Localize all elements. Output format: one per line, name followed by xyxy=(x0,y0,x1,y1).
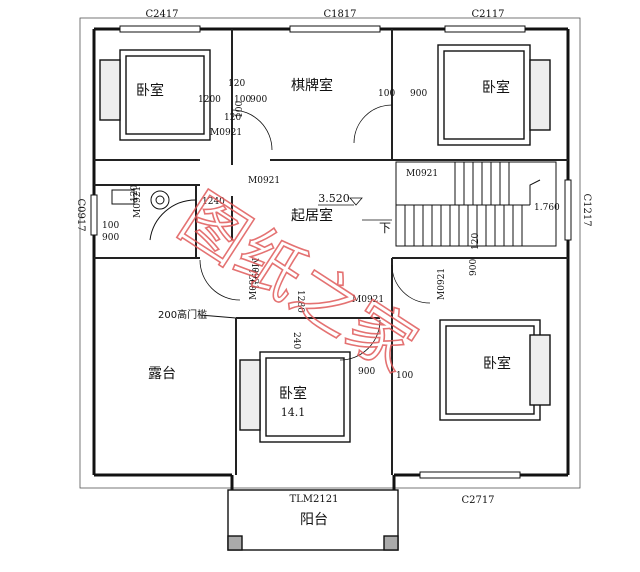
window-label-balcony-door: TLM2121 xyxy=(290,494,339,505)
bathroom-fixtures xyxy=(111,189,197,241)
dim-s: 100 xyxy=(235,101,245,118)
balcony-structure xyxy=(227,489,399,551)
dim-d: 900 xyxy=(250,95,267,105)
door-swings xyxy=(199,104,431,361)
room-label-balcony: 阳台 xyxy=(300,512,328,528)
door-labels: M0921 M0921 M0921 M0921 M0921 M0921 M092… xyxy=(133,128,447,305)
door-label-d8: M0921 xyxy=(249,258,259,290)
door-label-d2: M0921 xyxy=(248,176,280,186)
stair-down-label: 下 xyxy=(379,221,391,235)
grid-frame xyxy=(79,17,581,489)
room-label-terrace: 露台 xyxy=(148,366,176,382)
room-label-bedroom-tr: 卧室 xyxy=(482,79,510,96)
room-labels: 卧室 棋牌室 卧室 起居室 露台 卧室 14.1 卧室 阳台 xyxy=(136,77,511,528)
dim-o: 100 xyxy=(396,371,413,381)
threshold-line xyxy=(199,314,237,319)
staircase xyxy=(395,161,557,247)
beds xyxy=(99,44,551,443)
dim-l: 1280 xyxy=(295,290,305,313)
dim-k: 120 xyxy=(130,185,140,202)
window-label-top-left: C2417 xyxy=(145,9,178,20)
room-label-bedroom-bc: 卧室 xyxy=(279,385,307,402)
dim-h: 1240 xyxy=(202,197,225,207)
window-labels: C2417 C1817 C2117 C0917 C1217 C2717 TLM2… xyxy=(75,9,592,506)
dim-n: 900 xyxy=(358,367,375,377)
room-label-chess-room: 棋牌室 xyxy=(291,77,333,94)
window-label-top-mid: C1817 xyxy=(323,9,356,20)
dim-i: 100 xyxy=(102,221,119,231)
dim-c: 100 xyxy=(234,95,251,105)
window-label-top-right: C2117 xyxy=(471,9,504,20)
elevation-label: 3.520 xyxy=(318,192,350,205)
door-label-d4: M0921 xyxy=(133,186,143,218)
dim-b: 1200 xyxy=(198,95,221,105)
dim-p: 900 xyxy=(469,259,479,276)
window-label-bottom-right: C2717 xyxy=(461,495,494,506)
threshold-label: 200高门槛 xyxy=(158,308,207,321)
room-label-bedroom-br: 卧室 xyxy=(483,355,511,372)
window-marks xyxy=(90,25,572,479)
room-label-living-room: 起居室 xyxy=(291,207,333,224)
door-label-d1: M0921 xyxy=(210,128,242,138)
dim-j: 900 xyxy=(102,233,119,243)
dim-e: 120 xyxy=(224,113,241,123)
dim-q: 120 xyxy=(471,233,481,250)
room-area-bedroom-bc: 14.1 xyxy=(281,406,306,419)
dim-m: 240 xyxy=(291,332,301,349)
door-label-d7: M0921 xyxy=(437,268,447,300)
dimension-labels: 120 1200 100 900 120 100 900 1240 100 90… xyxy=(102,79,560,381)
dim-f: 100 xyxy=(378,89,395,99)
door-label-d3: M0921 xyxy=(406,169,438,179)
annotations: 3.520 下 200高门槛 xyxy=(158,192,392,321)
door-label-d6: M0921 xyxy=(352,295,384,305)
dim-a: 120 xyxy=(228,79,245,89)
door-label-d5: M0921 xyxy=(249,268,259,300)
window-label-right: C1217 xyxy=(581,193,592,226)
dim-r: 1.760 xyxy=(534,203,560,213)
interior-walls xyxy=(94,29,568,475)
room-label-bedroom-tl: 卧室 xyxy=(136,82,164,99)
dim-g: 900 xyxy=(410,89,427,99)
window-label-left: C0917 xyxy=(75,198,86,231)
